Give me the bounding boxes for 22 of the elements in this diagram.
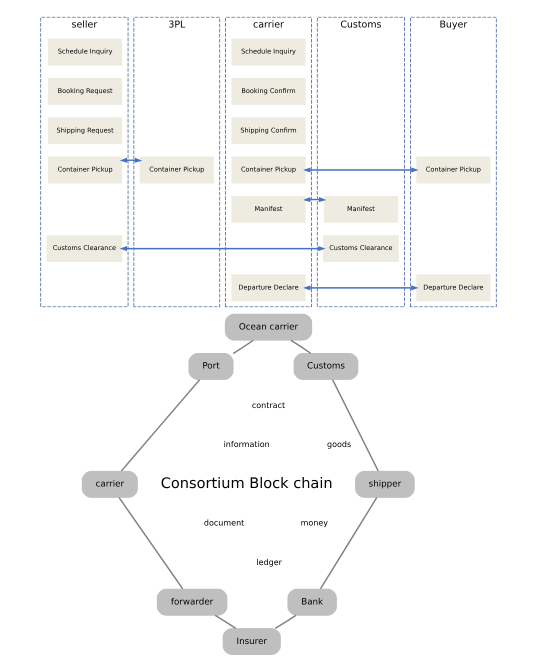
connector bbox=[120, 379, 200, 472]
node-box: Customs bbox=[294, 353, 358, 380]
connector bbox=[320, 497, 378, 590]
node-box: forwarder bbox=[156, 588, 228, 616]
connector bbox=[118, 497, 184, 590]
node-box: Ocean carrier bbox=[224, 314, 312, 341]
connector bbox=[232, 340, 254, 354]
arrow bbox=[303, 196, 326, 202]
node-box: Bank bbox=[287, 588, 337, 616]
connector bbox=[290, 340, 312, 354]
connector bbox=[332, 379, 379, 472]
node-box: shipper bbox=[355, 470, 415, 498]
arrow bbox=[303, 285, 419, 290]
connector bbox=[274, 614, 296, 630]
arrow bbox=[120, 246, 326, 252]
label: Consortium Block chain bbox=[160, 475, 333, 492]
connector bbox=[214, 614, 236, 629]
node-box: carrier bbox=[82, 470, 138, 498]
arrow bbox=[303, 167, 419, 173]
node-box: Insurer bbox=[222, 628, 281, 655]
arrow bbox=[120, 158, 142, 163]
node-box: Port bbox=[188, 353, 234, 380]
